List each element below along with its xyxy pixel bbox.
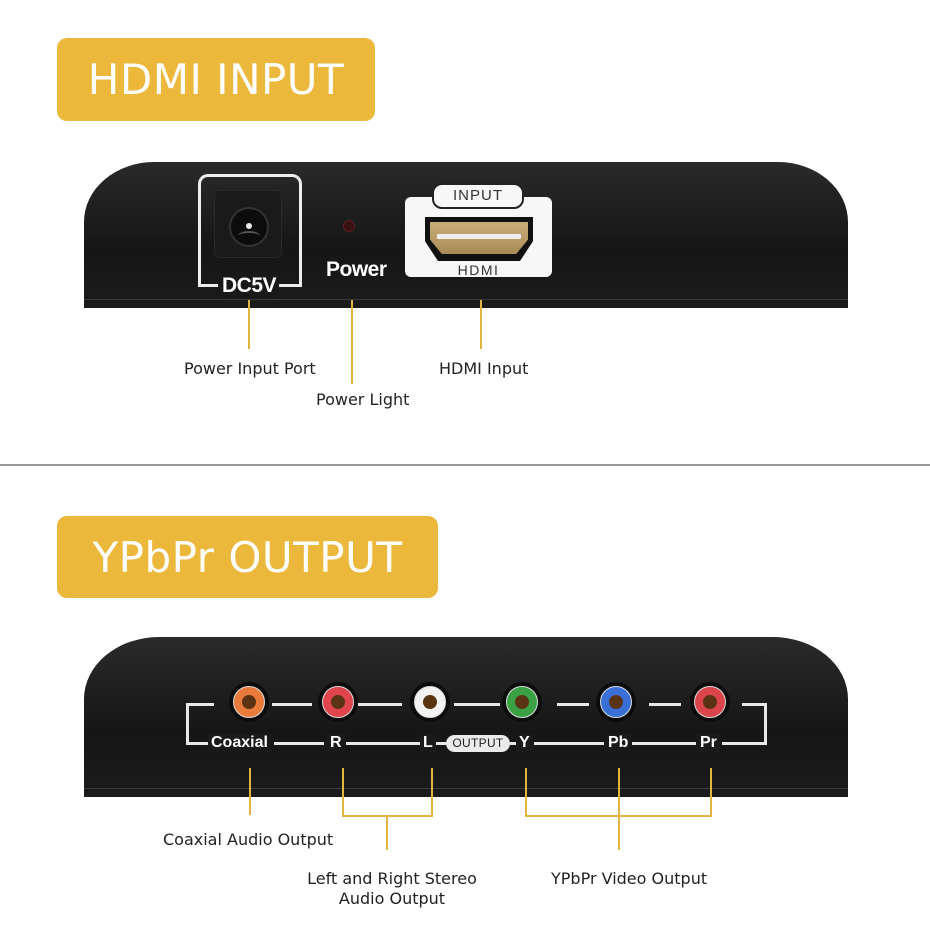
leader-y [525, 768, 527, 816]
pb-label: Pb [605, 734, 632, 752]
dc-power-jack-icon [229, 207, 269, 247]
device-front-panel-output [84, 637, 848, 797]
dc5v-label: DC5V [220, 274, 279, 298]
frame-line [510, 742, 518, 745]
dc-port-frame [198, 174, 302, 287]
frame-line [764, 703, 767, 745]
rca-jack-y-icon [502, 682, 542, 722]
hdmi-port-label: HDMI [457, 262, 500, 278]
frame-line [649, 703, 681, 706]
leader-r [342, 768, 344, 816]
rca-jack-pb-icon [596, 682, 636, 722]
frame-line [186, 742, 212, 745]
callout-stereo-audio-line2: Audio Output [338, 889, 446, 908]
frame-line [742, 703, 766, 706]
dc-port-frame-bottom-right [279, 284, 299, 287]
rca-jack-pr-icon [690, 682, 730, 722]
frame-line [632, 742, 696, 745]
r-label: R [327, 734, 345, 752]
frame-line [534, 742, 604, 745]
power-led-icon [343, 220, 355, 232]
y-label: Y [516, 734, 533, 752]
leader-pr [710, 768, 712, 816]
callout-stereo-audio-line1: Left and Right Stereo [307, 869, 477, 888]
leader-coaxial [249, 768, 251, 815]
power-label: Power [326, 258, 387, 281]
frame-line [274, 742, 324, 745]
frame-line [186, 703, 189, 744]
frame-line [346, 742, 420, 745]
output-pill-label: OUTPUT [446, 735, 510, 752]
callout-hdmi-input: HDMI Input [439, 359, 529, 378]
hdmi-input-tab-label: INPUT [432, 183, 524, 209]
frame-line [186, 703, 214, 706]
coaxial-label: Coaxial [208, 734, 271, 752]
leader-power-light [351, 300, 353, 384]
section-divider [0, 464, 930, 466]
leader-l [431, 768, 433, 816]
l-label: L [420, 734, 436, 752]
rca-jack-l-icon [410, 682, 450, 722]
rca-jack-coaxial-icon [229, 682, 269, 722]
rca-jack-r-icon [318, 682, 358, 722]
frame-line [358, 703, 402, 706]
hdmi-port-pins [437, 234, 521, 239]
frame-line [557, 703, 589, 706]
leader-hdmi-input [480, 300, 482, 349]
leader-video-bracket [525, 815, 712, 817]
frame-line [272, 703, 312, 706]
dc-port-frame-bottom-left [198, 284, 218, 287]
leader-power-input [248, 300, 250, 349]
section-title-ypbpr-output: YPbPr OUTPUT [57, 516, 438, 598]
frame-line [454, 703, 500, 706]
callout-coaxial-audio-output: Coaxial Audio Output [163, 830, 334, 849]
leader-stereo-stem [386, 815, 388, 850]
leader-pb [618, 768, 620, 850]
frame-line [722, 742, 766, 745]
callout-ypbpr-video-output: YPbPr Video Output [551, 869, 708, 888]
section-title-hdmi-input: HDMI INPUT [57, 38, 375, 121]
pr-label: Pr [697, 734, 720, 752]
frame-line [434, 742, 446, 745]
callout-power-light: Power Light [316, 390, 410, 409]
callout-power-input-port: Power Input Port [184, 359, 316, 378]
